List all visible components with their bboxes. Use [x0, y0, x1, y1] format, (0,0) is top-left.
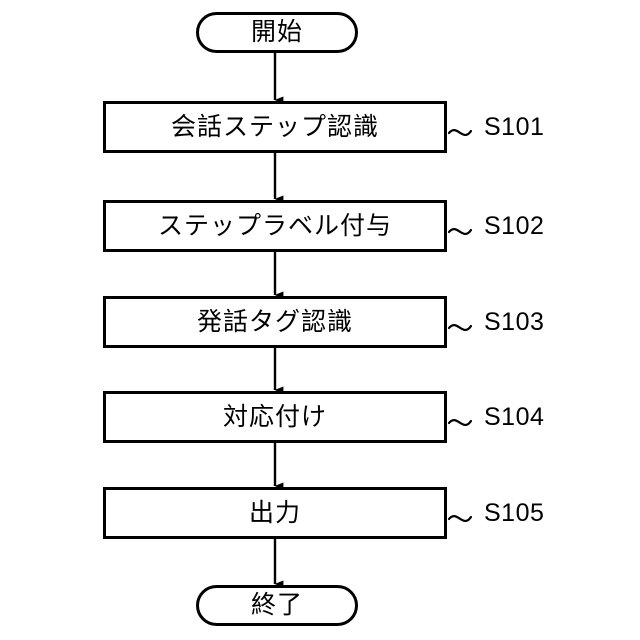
- process-label-s105: 出力: [248, 498, 301, 527]
- process-box-s103: 発話タグ認識: [103, 296, 447, 348]
- process-box-s105: 出力: [103, 487, 447, 539]
- process-label-s104: 対応付け: [222, 402, 327, 431]
- process-box-s102: ステップラベル付与: [103, 200, 447, 252]
- step-code-s103: S103: [484, 308, 545, 336]
- leader-squiggle-s103: [447, 324, 473, 332]
- leader-squiggle-s105: [447, 515, 473, 523]
- process-label-s101: 会話ステップ認識: [170, 112, 379, 141]
- flow-end-terminal: 終了: [196, 585, 358, 626]
- step-code-s102: S102: [484, 212, 545, 240]
- process-label-s102: ステップラベル付与: [157, 211, 392, 240]
- step-code-s104: S104: [484, 403, 545, 431]
- flow-start-label: 開始: [250, 18, 303, 46]
- leader-squiggle-s104: [447, 419, 473, 427]
- leader-squiggle-s102: [447, 228, 473, 236]
- flow-start-terminal: 開始: [196, 12, 358, 53]
- step-code-s101: S101: [484, 113, 545, 141]
- step-code-s105: S105: [484, 499, 545, 527]
- process-box-s101: 会話ステップ認識: [103, 101, 447, 153]
- process-label-s103: 発話タグ認識: [196, 307, 353, 336]
- leader-squiggle-s101: [447, 129, 473, 137]
- process-box-s104: 対応付け: [103, 391, 447, 443]
- flow-end-label: 終了: [250, 591, 303, 619]
